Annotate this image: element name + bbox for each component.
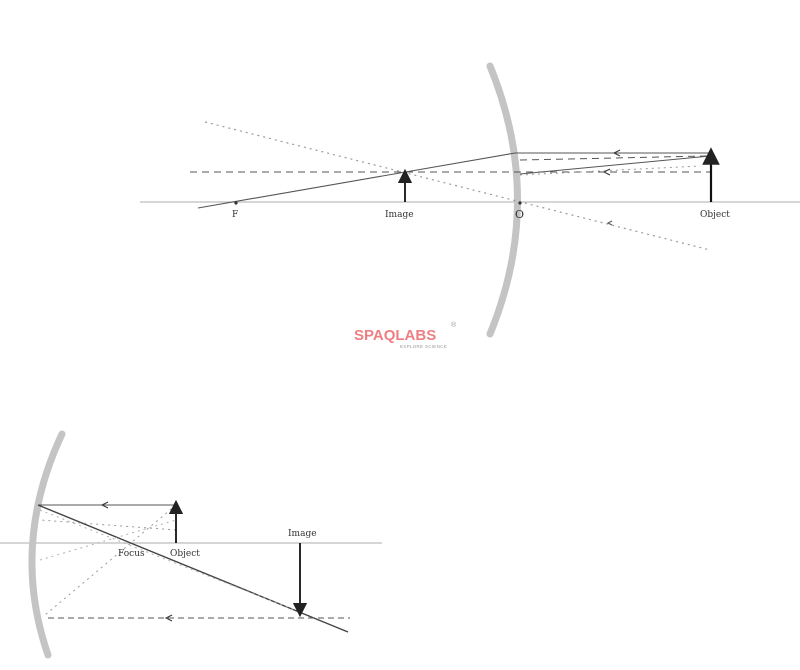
focus-point: [234, 201, 238, 205]
pole-label: O: [515, 208, 524, 221]
ray-arrow-3: [606, 220, 613, 226]
concave-mirror-diagram: Focus Object Image: [0, 430, 382, 659]
dotted-ray-d: [39, 519, 177, 561]
image-label-2: Image: [288, 529, 317, 539]
watermark-registered: ®: [451, 321, 457, 329]
dashed-ray-2: [519, 155, 709, 161]
image-label: Image: [385, 210, 414, 220]
reflected-ray-focus: [37, 504, 349, 633]
dotted-ray-b: [39, 519, 177, 531]
pole-point: [518, 201, 522, 205]
dotted-ray-a: [44, 504, 177, 616]
focus-label: F: [232, 210, 238, 220]
convex-mirror: [486, 62, 521, 338]
concave-mirror: [28, 430, 66, 659]
dotted-ray-c: [39, 509, 301, 613]
ray-arrow-2: [602, 168, 611, 176]
object-label-2: Object: [170, 549, 200, 559]
watermark-tagline: EXPLORE SCIENCE: [400, 344, 447, 349]
ray-arrow-4: [100, 501, 109, 509]
ray-arrow-5: [164, 614, 173, 622]
watermark-brand: SPAQLABS: [354, 327, 436, 344]
spaqlabs-watermark: SPAQLABS ® EXPLORE SCIENCE: [354, 321, 457, 349]
convex-mirror-diagram: F Image O Object: [140, 62, 800, 338]
reflected-ray-virtual: [197, 152, 516, 209]
ray-arrow-1: [612, 149, 621, 157]
dotted-extension-1: [204, 121, 711, 251]
focus-label-2: Focus: [118, 549, 145, 559]
object-label: Object: [700, 210, 730, 220]
dotted-extension-2: [519, 165, 701, 176]
incident-ray-center: [519, 155, 711, 175]
